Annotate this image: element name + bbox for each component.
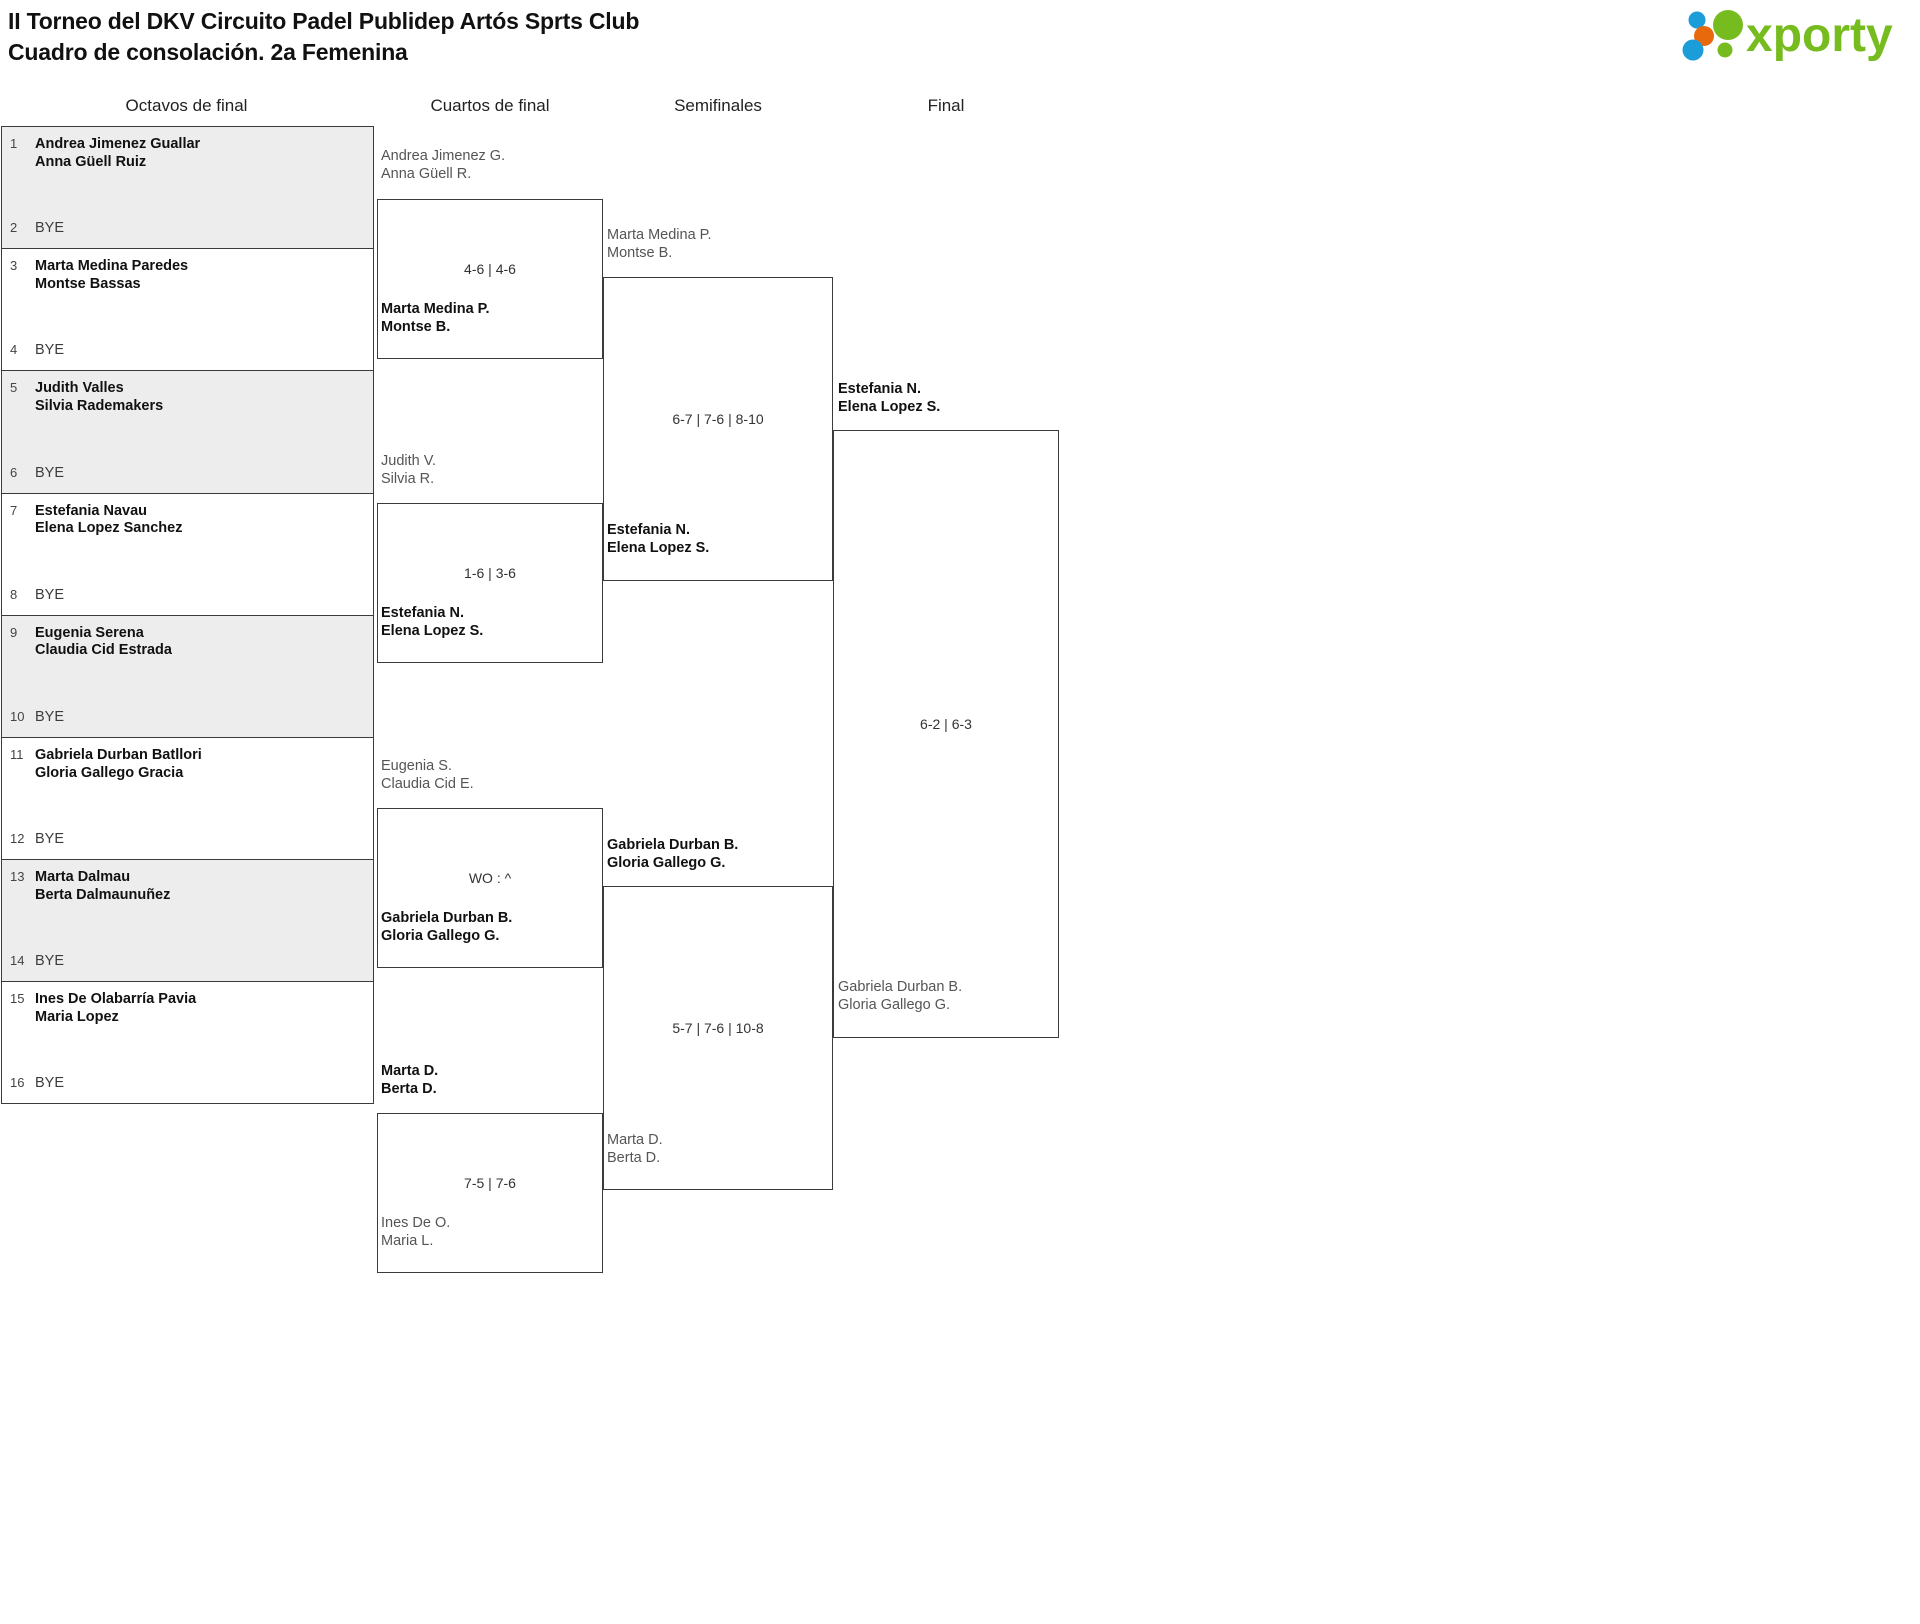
bye-label: BYE xyxy=(35,1074,65,1091)
r4-final-bottom-team: Gabriela Durban B.Gloria Gallego G. xyxy=(838,979,963,1014)
logo-dot-orange xyxy=(1694,26,1714,46)
title-line-1: II Torneo del DKV Circuito Padel Publide… xyxy=(8,8,640,34)
seed-number: 8 xyxy=(10,586,18,602)
seed-number: 2 xyxy=(10,220,18,236)
seed-number: 4 xyxy=(10,342,18,358)
seed-number: 16 xyxy=(10,1074,25,1090)
r4-final-top-team: Estefania N.Elena Lopez S. xyxy=(838,381,941,416)
r2-match-3-bottom-team: Gabriela Durban B.Gloria Gallego G. xyxy=(381,910,513,945)
bye-label: BYE xyxy=(35,708,65,725)
r2-match-2-top-team: Judith V.Silvia R. xyxy=(381,453,437,488)
r2-match-1-box[interactable]: 4-6 | 4-6 xyxy=(377,199,603,359)
seed-number: 12 xyxy=(10,831,25,847)
r1-match-4-bottom: 8 BYE xyxy=(10,587,367,603)
r1-match-1-bottom: 2 BYE xyxy=(10,220,367,236)
seed-number: 15 xyxy=(10,991,25,1007)
r1-match-5-bottom: 10 BYE xyxy=(10,709,367,725)
bye-label: BYE xyxy=(35,220,65,237)
seed-number: 10 xyxy=(10,708,25,724)
seed-number: 6 xyxy=(10,464,18,480)
r2-match-1-score: 4-6 | 4-6 xyxy=(464,261,516,277)
r2-match-1-bottom-team: Marta Medina P.Montse B. xyxy=(381,301,490,336)
round-header-octavos: Octavos de final xyxy=(125,96,248,115)
round-header-semifinales: Semifinales xyxy=(674,96,762,115)
bye-label: BYE xyxy=(35,831,65,848)
r2-match-4-top-team: Marta D.Berta D. xyxy=(381,1063,439,1098)
bye-label: BYE xyxy=(35,464,65,481)
r4-final-box[interactable]: 6-2 | 6-3 xyxy=(833,430,1059,1038)
round-header-final: Final xyxy=(927,96,965,115)
seed-number: 13 xyxy=(10,869,25,885)
seed-number: 11 xyxy=(10,746,24,762)
r2-match-3-score: WO : ^ xyxy=(468,870,512,886)
seed-number: 14 xyxy=(10,953,25,969)
r3-match-2-top-team: Gabriela Durban B.Gloria Gallego G. xyxy=(607,837,739,872)
round-header-cuartos: Cuartos de final xyxy=(430,96,550,115)
seed-number: 3 xyxy=(10,258,18,274)
r2-match-4-box[interactable]: 7-5 | 7-6 xyxy=(377,1113,603,1273)
seed-number: 9 xyxy=(10,624,18,640)
r1-match-8-bottom: 16 BYE xyxy=(10,1075,367,1091)
r4-final-score: 6-2 | 6-3 xyxy=(920,716,972,732)
r2-match-3-top-team: Eugenia S.Claudia Cid E. xyxy=(381,758,474,793)
r2-match-4-bottom-team: Ines De O.Maria L. xyxy=(381,1215,451,1250)
r3-match-1-bottom-team: Estefania N.Elena Lopez S. xyxy=(607,522,710,557)
bye-label: BYE xyxy=(35,953,65,970)
seed-number: 1 xyxy=(10,136,18,151)
r3-match-2-bottom-team: Marta D.Berta D. xyxy=(607,1132,663,1167)
r2-match-4-score: 7-5 | 7-6 xyxy=(464,1175,516,1191)
r2-match-2-bottom-team: Estefania N.Elena Lopez S. xyxy=(381,605,484,640)
r2-match-2-score: 1-6 | 3-6 xyxy=(464,565,516,581)
bye-label: BYE xyxy=(35,586,65,603)
logo-dot-blue-top xyxy=(1688,11,1706,29)
seed-number: 5 xyxy=(10,380,18,396)
seed-number: 7 xyxy=(10,502,18,518)
logo-dot-green-small xyxy=(1717,42,1733,58)
r3-match-1-box[interactable]: 6-7 | 7-6 | 8-10 xyxy=(603,277,833,581)
r3-match-2-box[interactable]: 5-7 | 7-6 | 10-8 xyxy=(603,886,833,1190)
logo-wordmark: xporty xyxy=(1746,9,1893,62)
title-line-2: Cuadro de consolación. 2a Femenina xyxy=(8,39,408,66)
logo-dot-green-large xyxy=(1713,10,1743,40)
r2-match-1-top-team: Andrea Jimenez G.Anna Güell R. xyxy=(381,148,506,183)
r1-match-7-bottom: 14 BYE xyxy=(10,953,367,969)
r1-match-3-bottom: 6 BYE xyxy=(10,465,367,481)
r3-match-1-top-team: Marta Medina P.Montse B. xyxy=(607,227,712,262)
r1-match-2-bottom: 4 BYE xyxy=(10,342,367,358)
r2-match-2-box[interactable]: 1-6 | 3-6 xyxy=(377,503,603,663)
r3-match-1-score: 6-7 | 7-6 | 8-10 xyxy=(672,411,764,427)
xporty-logo: xporty xyxy=(1682,9,1893,62)
bye-label: BYE xyxy=(35,342,65,359)
page-title: II Torneo del DKV Circuito Padel Publide… xyxy=(8,6,639,68)
r3-match-2-score: 5-7 | 7-6 | 10-8 xyxy=(672,1020,764,1036)
r1-match-6-bottom: 12 BYE xyxy=(10,831,367,847)
logo-dot-blue-bottom xyxy=(1682,39,1704,61)
r2-match-3-box[interactable]: WO : ^ xyxy=(377,808,603,968)
